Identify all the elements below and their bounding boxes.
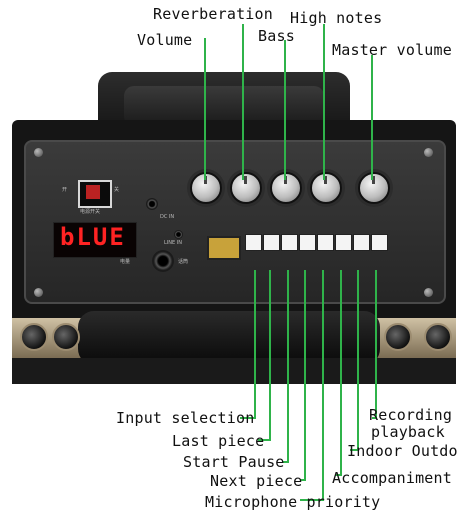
bolt — [52, 323, 80, 351]
volume-label: Volume — [137, 31, 193, 49]
accompaniment-callout — [335, 270, 342, 476]
mic-label: 话筒 — [178, 259, 189, 265]
accompaniment-button[interactable] — [335, 234, 352, 251]
recording-playback-label-2: playback — [371, 423, 445, 441]
next-piece-label: Next piece — [210, 472, 303, 490]
usb-port[interactable] — [207, 236, 241, 260]
indoor-outdoor-callout — [350, 270, 359, 451]
master-volume-label: Master volume — [332, 41, 452, 59]
bottom-handle — [78, 311, 380, 365]
led-display — [53, 222, 137, 258]
next-piece-callout — [300, 270, 306, 481]
microphone-priority-button[interactable] — [317, 234, 334, 251]
panel-screw — [424, 288, 433, 297]
start-pause-label: Start Pause — [183, 453, 285, 471]
power-label: 电源开关 — [80, 209, 101, 215]
bolt — [20, 323, 48, 351]
line-in-jack[interactable] — [174, 230, 183, 239]
start-pause-callout — [282, 270, 289, 463]
reverberation-knob[interactable] — [230, 172, 262, 204]
display-text: bLUE — [60, 223, 126, 251]
recording-playback-button[interactable] — [371, 234, 388, 251]
microphone-priority-label: Microphone priority — [205, 493, 381, 511]
recording-playback-callout — [372, 270, 377, 419]
input-selection-label: Input selection — [116, 409, 255, 427]
recording-playback-label-1: Recording — [369, 406, 453, 424]
carry-handle-grip — [124, 86, 324, 126]
accompaniment-label: Accompaniment — [332, 469, 452, 487]
indoor-outdoor-button[interactable] — [353, 234, 370, 251]
high-notes-label: High notes — [290, 9, 383, 27]
input-selection-button[interactable] — [245, 234, 262, 251]
cabinet-base — [12, 358, 456, 384]
high-notes-knob[interactable] — [310, 172, 342, 204]
master-volume-knob[interactable] — [358, 172, 390, 204]
input-selection-callout — [240, 270, 256, 419]
switch-open-label: 开 — [62, 187, 68, 193]
battery-label: 电量 — [120, 259, 131, 265]
bolt — [424, 323, 452, 351]
start-pause-button[interactable] — [281, 234, 298, 251]
microphone-priority-callout — [300, 270, 324, 501]
panel-screw — [34, 288, 43, 297]
panel-screw — [34, 148, 43, 157]
bolt — [384, 323, 412, 351]
next-piece-button[interactable] — [299, 234, 316, 251]
last-piece-label: Last piece — [172, 432, 265, 450]
panel-screw — [424, 148, 433, 157]
switch-close-label: 关 — [114, 187, 120, 193]
power-switch-rocker[interactable] — [86, 185, 100, 199]
dc-in-label: DC IN — [160, 214, 175, 220]
last-piece-callout — [258, 270, 271, 441]
dc-in-jack[interactable] — [146, 198, 158, 210]
reverberation-label: Reverberation — [153, 5, 273, 23]
last-piece-button[interactable] — [263, 234, 280, 251]
bass-label: Bass — [258, 27, 295, 45]
line-in-label: LINE IN — [164, 240, 182, 246]
microphone-jack[interactable] — [152, 250, 174, 272]
indoor-outdoor-label: Indoor Outdo — [347, 442, 457, 460]
